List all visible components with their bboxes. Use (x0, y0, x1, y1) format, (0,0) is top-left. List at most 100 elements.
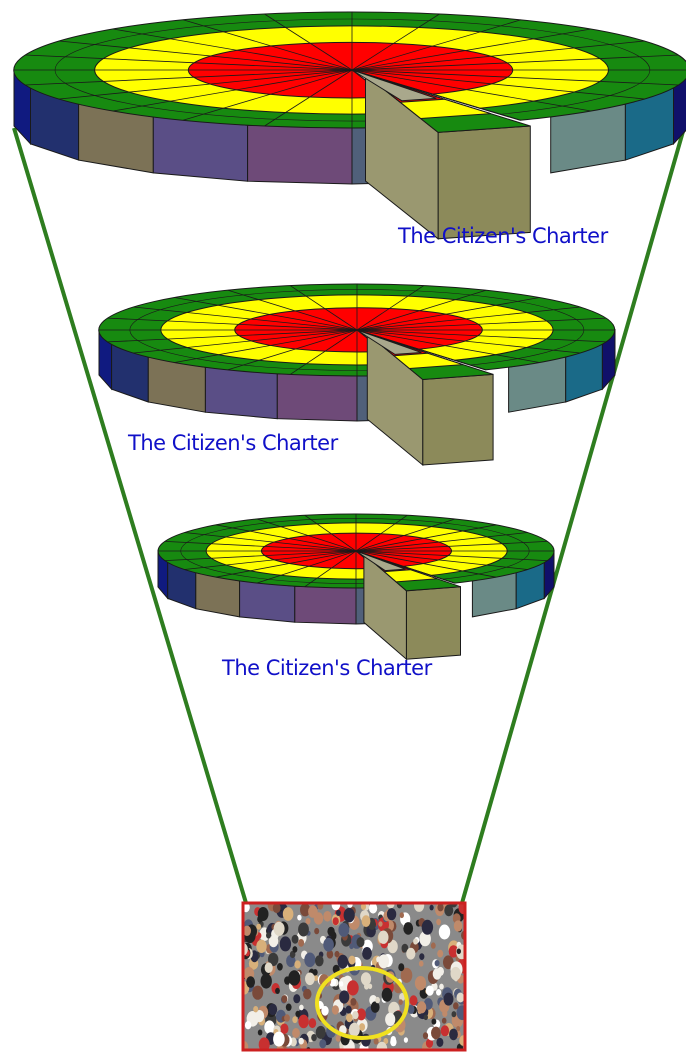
photo-person (297, 915, 301, 921)
photo-person (252, 986, 263, 1000)
wheel-side-segment (240, 581, 295, 622)
photo-person (378, 954, 389, 968)
caption-top: The Citizen's Charter (397, 224, 609, 248)
wheels-group (14, 12, 686, 659)
photo-person (253, 1006, 258, 1012)
slice-outer-face (438, 126, 530, 239)
photo-person (280, 936, 291, 951)
wheel-side-segment (153, 117, 247, 181)
photo-person (323, 911, 331, 922)
photo-person (442, 1018, 447, 1024)
photo-person (362, 915, 371, 927)
photo-person (265, 962, 273, 973)
photo-person (452, 1011, 457, 1017)
photo-person (422, 920, 433, 935)
photo-person (424, 1015, 428, 1021)
photo-person (352, 1011, 358, 1019)
photo-person (256, 940, 266, 953)
photo-person (339, 990, 349, 1003)
photo-person (410, 995, 418, 1005)
photo-person (419, 953, 424, 960)
photo-person (439, 984, 444, 990)
photo-person (385, 1013, 395, 1026)
photo-person (433, 968, 442, 979)
photo-person (368, 984, 372, 989)
photo-person (338, 955, 349, 969)
photo-person (444, 905, 453, 917)
photo-person (456, 1026, 460, 1031)
photo-person (435, 960, 440, 966)
photo-person (432, 1019, 437, 1025)
photo-person (369, 903, 377, 914)
photo-person (316, 1026, 326, 1039)
photo-person (321, 1006, 328, 1016)
wheel-side-segment (277, 374, 357, 421)
photo-person (404, 1037, 408, 1043)
wheel-top (14, 12, 686, 239)
photo-person (387, 908, 396, 920)
wheel-side-segment (295, 586, 356, 624)
photo-person (453, 1002, 459, 1009)
photo-person (281, 995, 287, 1003)
photo-person (349, 943, 354, 949)
wheel-side-segment (248, 125, 352, 184)
photo-person (323, 938, 334, 952)
photo-person (423, 1032, 428, 1039)
photo-person (298, 1015, 308, 1029)
photo-person (399, 999, 403, 1005)
photo-person (319, 1039, 326, 1048)
photo-person (339, 981, 343, 986)
photo-person (359, 1023, 365, 1031)
photo-person (441, 1025, 449, 1036)
photo-person (413, 938, 418, 944)
photo-person (346, 1013, 353, 1022)
photo-person (436, 989, 441, 996)
photo-person (430, 905, 434, 911)
photo-person (449, 1029, 458, 1041)
photo-person (346, 1006, 352, 1014)
wheel-side-segment (205, 367, 277, 419)
photo-person (261, 974, 272, 989)
photo-person (451, 967, 461, 980)
photo-person (295, 1011, 300, 1017)
photo-person (258, 1030, 263, 1036)
photo-person (308, 905, 318, 917)
photo-person (439, 925, 450, 940)
caption-bottom: The Citizen's Charter (221, 656, 433, 680)
photo-person (457, 993, 465, 1003)
photo-person (299, 1005, 304, 1011)
photo-person (403, 922, 413, 935)
photo-person (327, 927, 334, 936)
wheel-bottom (158, 514, 554, 659)
photo-person (303, 989, 311, 1000)
photo-person (437, 950, 443, 958)
photo-person (431, 1027, 441, 1040)
photo-person (293, 994, 300, 1003)
photo-person (292, 946, 297, 953)
slice-outer-face (423, 374, 493, 465)
photo-person (333, 917, 339, 925)
photo-person (298, 939, 304, 947)
photo-person (298, 923, 309, 937)
photo-person (426, 986, 434, 996)
funnel-line-left (14, 128, 246, 903)
photo-person (344, 908, 355, 923)
photo-person (419, 961, 424, 967)
photo-person (264, 1020, 274, 1034)
photo-person (350, 998, 356, 1006)
photo-person (286, 1004, 292, 1011)
photo-person (417, 1001, 426, 1013)
photo-person (374, 1038, 379, 1044)
photo-person (306, 918, 311, 924)
photo-person (275, 988, 280, 994)
photo-person (415, 976, 426, 990)
photo-person (378, 921, 382, 926)
photo-person (437, 903, 443, 911)
photo-person (288, 970, 300, 985)
photo-person (336, 910, 341, 916)
photo-person (294, 960, 300, 968)
photo-person (378, 931, 388, 944)
photo-person (311, 1034, 317, 1041)
